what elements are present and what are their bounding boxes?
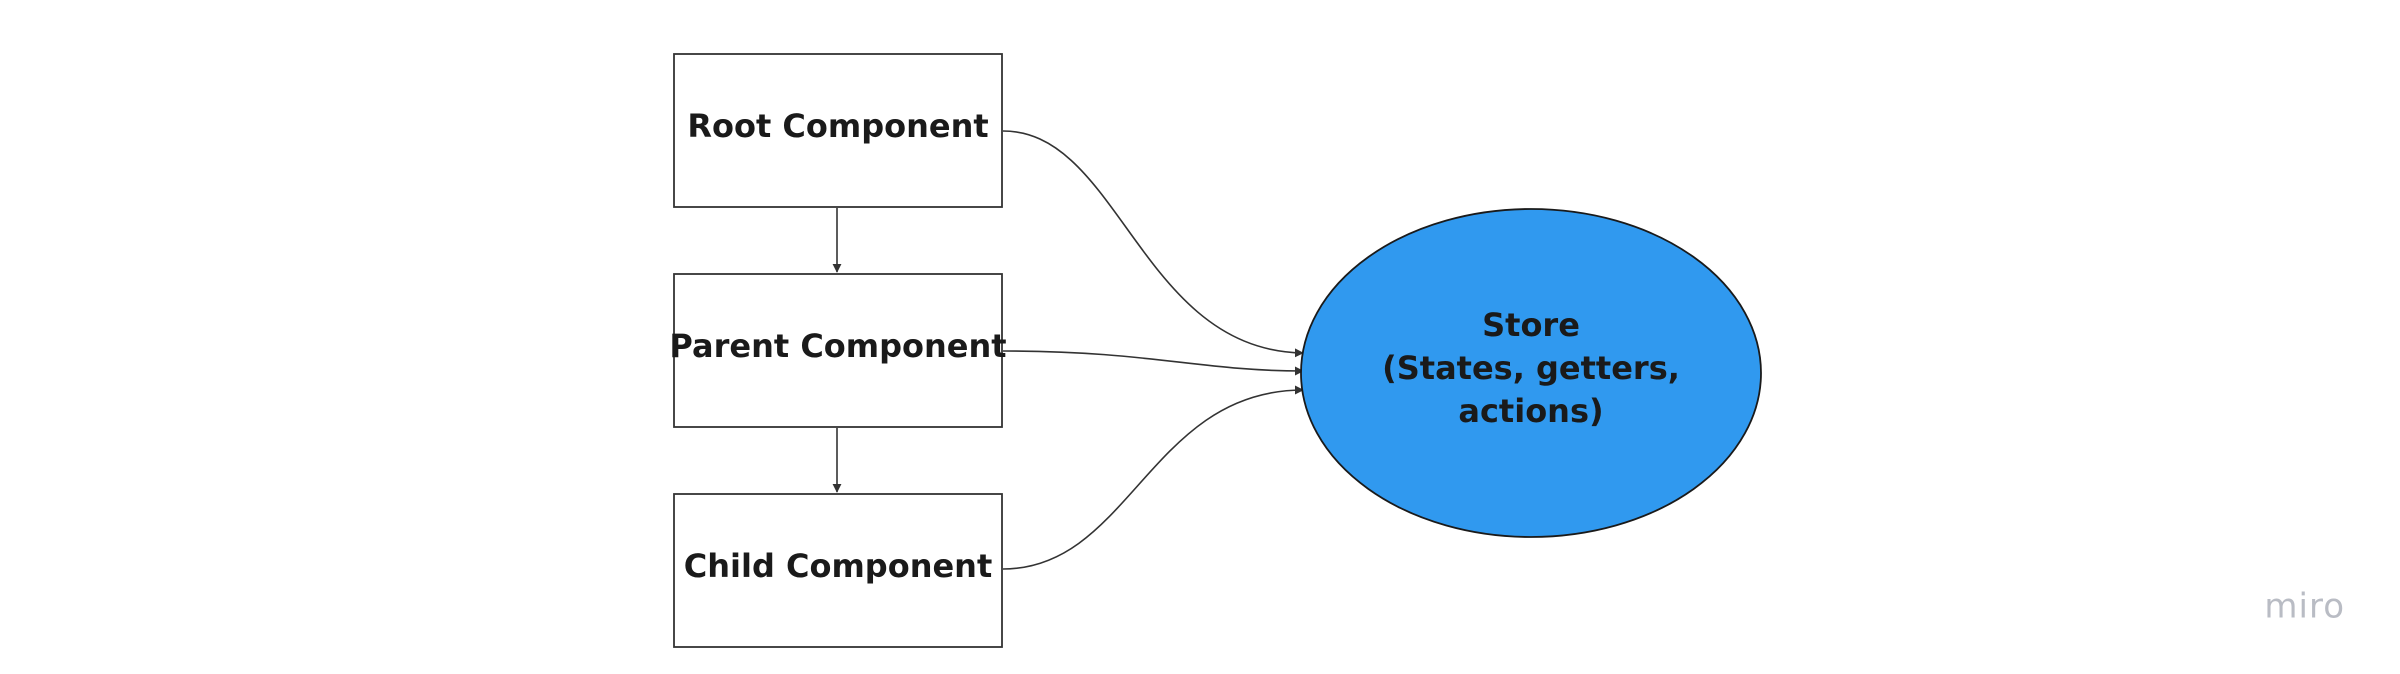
parent-component-box	[673, 273, 1003, 428]
parent-component-node: Parent Component	[669, 273, 1007, 428]
edges-group	[832, 130, 1304, 570]
edge-parent-to-store	[1002, 350, 1304, 376]
child-component-node: Child Component	[673, 493, 1003, 648]
root-component-node: Root Component	[673, 53, 1003, 208]
child-component-label: Child Component	[684, 547, 993, 585]
root-component-box	[673, 53, 1003, 208]
store-label-line-3: actions)	[1458, 392, 1603, 430]
store-label-line-1: Store	[1482, 306, 1580, 344]
store-ellipse	[1300, 208, 1762, 538]
child-component-box	[673, 493, 1003, 648]
edge-child-to-store	[1002, 385, 1304, 570]
parent-component-label: Parent Component	[669, 327, 1006, 365]
store-label-line-2: (States, getters,	[1382, 349, 1680, 387]
store-node: Store (States, getters, actions)	[1300, 208, 1762, 538]
edge-root-to-store	[1002, 130, 1304, 358]
miro-watermark: miro	[2264, 587, 2345, 627]
root-component-label: Root Component	[687, 107, 988, 145]
